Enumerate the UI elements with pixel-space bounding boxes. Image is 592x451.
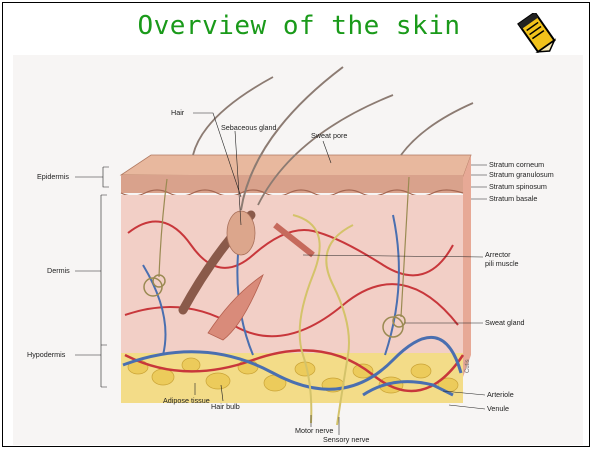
label-stratum-spinosum: Stratum spinosum — [489, 182, 547, 191]
label-stratum-basale: Stratum basale — [489, 194, 537, 203]
label-stratum-corneum: Stratum corneum — [489, 160, 544, 169]
label-sebaceous-gland: Sebaceous gland — [221, 123, 277, 132]
label-venule: Venule — [487, 404, 509, 413]
label-arteriole: Arteriole — [487, 390, 514, 399]
label-motor-nerve: Motor nerve — [295, 426, 333, 435]
label-sensory-nerve: Sensory nerve — [323, 435, 369, 444]
label-stratum-granulosum: Stratum granulosum — [489, 170, 554, 179]
label-adipose-tissue: Adipose tissue — [163, 396, 210, 405]
label-hypodermis: Hypodermis — [27, 350, 66, 359]
label-sweat-gland: Sweat gland — [485, 318, 525, 327]
skin-diagram: Hair Sebaceous gland Sweat pore Epidermi… — [13, 55, 583, 445]
slide-title: Overview of the skin — [3, 11, 590, 41]
skin-diagram-illustration: Hair Sebaceous gland Sweat pore Epidermi… — [13, 55, 583, 445]
label-hair-bulb: Hair bulb — [211, 402, 240, 411]
label-epidermis: Epidermis — [37, 172, 69, 181]
label-arrector-line1: Arrector — [485, 250, 511, 259]
label-sweat-pore: Sweat pore — [311, 131, 347, 140]
pencil-notepad-icon — [517, 13, 557, 53]
label-side-mark: Cutis — [465, 359, 471, 373]
label-arrector-line2: pili muscle — [485, 259, 519, 268]
label-dermis: Dermis — [47, 266, 70, 275]
label-hair: Hair — [171, 108, 185, 117]
